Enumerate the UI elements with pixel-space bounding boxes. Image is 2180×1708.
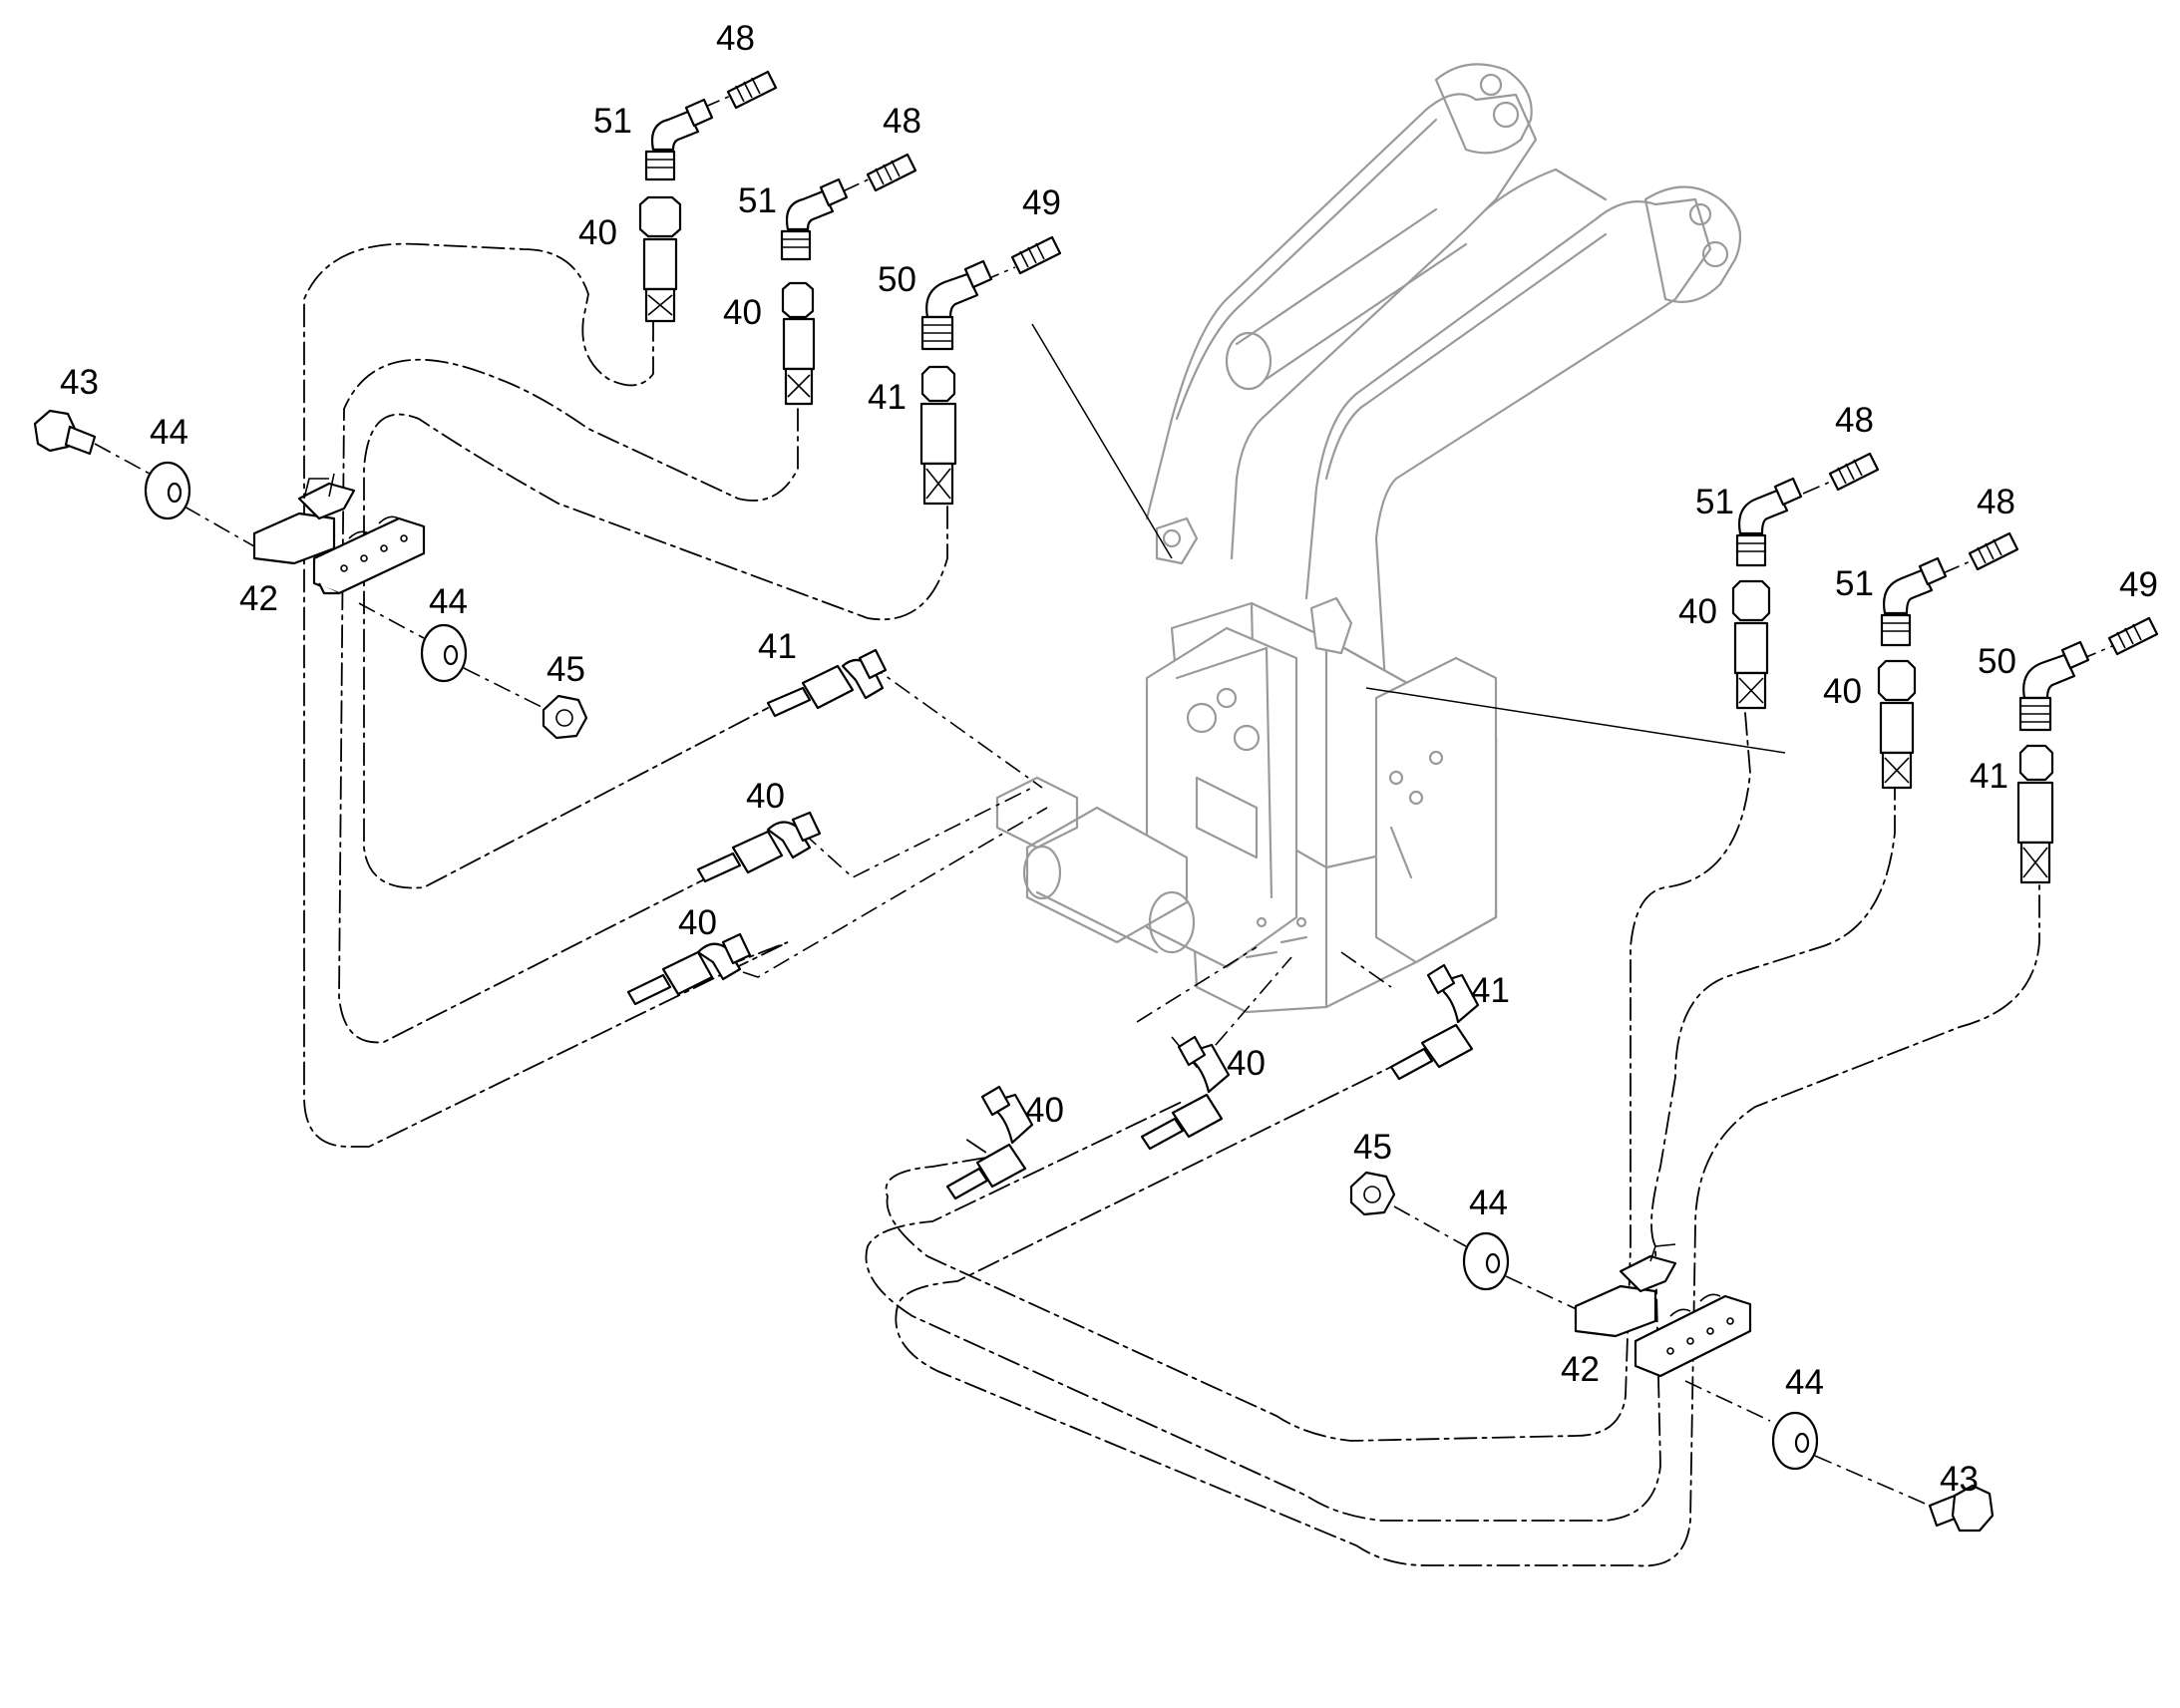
callout-45: 45 [546, 650, 585, 689]
callout-41: 41 [868, 378, 907, 417]
callout-40: 40 [1678, 592, 1717, 631]
callout-44: 44 [150, 413, 188, 452]
hose-fitting-41 [919, 365, 957, 506]
hose-fitting-41 [1389, 963, 1480, 1081]
hose-fitting-40 [781, 281, 816, 406]
hose-fitting-40 [945, 1085, 1034, 1200]
clamp-42 [252, 473, 426, 595]
washer-44 [1771, 1411, 1819, 1471]
elbow-adapter-50 [2018, 640, 2090, 732]
hose-fitting-41 [766, 648, 888, 718]
callout-43: 43 [60, 363, 99, 402]
callout-44: 44 [1785, 1363, 1824, 1402]
callout-41: 41 [758, 627, 797, 666]
elbow-adapter-51 [1880, 556, 1948, 647]
hose-fitting-40 [1877, 659, 1917, 790]
hose-fitting-40 [638, 195, 682, 323]
hose-routes [303, 242, 2040, 1567]
washer-44 [420, 623, 468, 683]
callout-48: 48 [1835, 401, 1874, 440]
callout-40: 40 [746, 777, 785, 816]
plug-fitting-48 [866, 153, 917, 192]
hose-fitting-40 [696, 811, 822, 883]
bolt-43 [1928, 1484, 1995, 1533]
clamp-42 [1574, 1243, 1752, 1378]
elbow-adapter-51 [1735, 477, 1803, 567]
clamp-assembly-left [33, 409, 588, 740]
hose-fitting-41 [2016, 744, 2054, 884]
bolt-43 [33, 409, 97, 456]
plug-fitting-48 [1968, 531, 2019, 571]
callout-48: 48 [1977, 483, 2015, 521]
plug-fitting-48 [726, 70, 778, 110]
callout-50: 50 [878, 260, 916, 299]
callout-51: 51 [1835, 564, 1874, 603]
callout-45: 45 [1353, 1128, 1392, 1167]
elbow-adapter-50 [920, 259, 993, 351]
hose-fitting-40 [1731, 579, 1771, 710]
callout-40: 40 [723, 293, 762, 332]
callout-49: 49 [1022, 183, 1061, 222]
plug-fitting-49 [1010, 235, 1062, 275]
callout-41: 41 [1471, 971, 1510, 1010]
callout-40: 40 [578, 213, 617, 252]
callout-48: 48 [883, 102, 921, 141]
elbow-adapter-51 [780, 177, 849, 261]
callouts: 48 51 40 48 51 40 49 50 41 43 44 42 44 4… [60, 19, 2158, 1499]
nut-45 [1349, 1171, 1396, 1216]
elbow-adapter-51 [644, 98, 714, 181]
callout-40: 40 [1227, 1044, 1266, 1083]
leader-line-right [1365, 687, 1786, 754]
callout-48: 48 [716, 19, 755, 58]
plug-fitting-49 [2107, 616, 2159, 656]
loader-frame-assembly [995, 63, 1742, 1014]
clamp-assembly-right [1349, 1171, 1995, 1533]
callout-51: 51 [1695, 483, 1734, 521]
callout-51: 51 [593, 102, 632, 141]
fitting-group-top-left [638, 70, 1062, 506]
fitting-group-top-right [1731, 452, 2159, 884]
callout-40: 40 [1025, 1091, 1064, 1130]
callout-49: 49 [2119, 565, 2158, 604]
washer-44 [144, 461, 191, 520]
machine-side-fittings [626, 648, 1480, 1200]
callout-44: 44 [429, 582, 468, 621]
hose-fitting-40 [1140, 1035, 1231, 1151]
callout-51: 51 [738, 181, 777, 220]
hose-fitting-40 [626, 932, 752, 1006]
nut-45 [542, 694, 588, 740]
callout-42: 42 [239, 579, 278, 618]
callout-42: 42 [1561, 1350, 1600, 1389]
callout-40: 40 [678, 903, 717, 942]
washer-44 [1462, 1231, 1510, 1291]
callout-43: 43 [1940, 1460, 1979, 1499]
callout-50: 50 [1978, 642, 2016, 681]
callout-44: 44 [1469, 1184, 1508, 1222]
callout-41: 41 [1970, 757, 2008, 796]
leader-line-left [1031, 323, 1173, 559]
plug-fitting-48 [1828, 452, 1880, 492]
callout-40: 40 [1823, 672, 1862, 711]
